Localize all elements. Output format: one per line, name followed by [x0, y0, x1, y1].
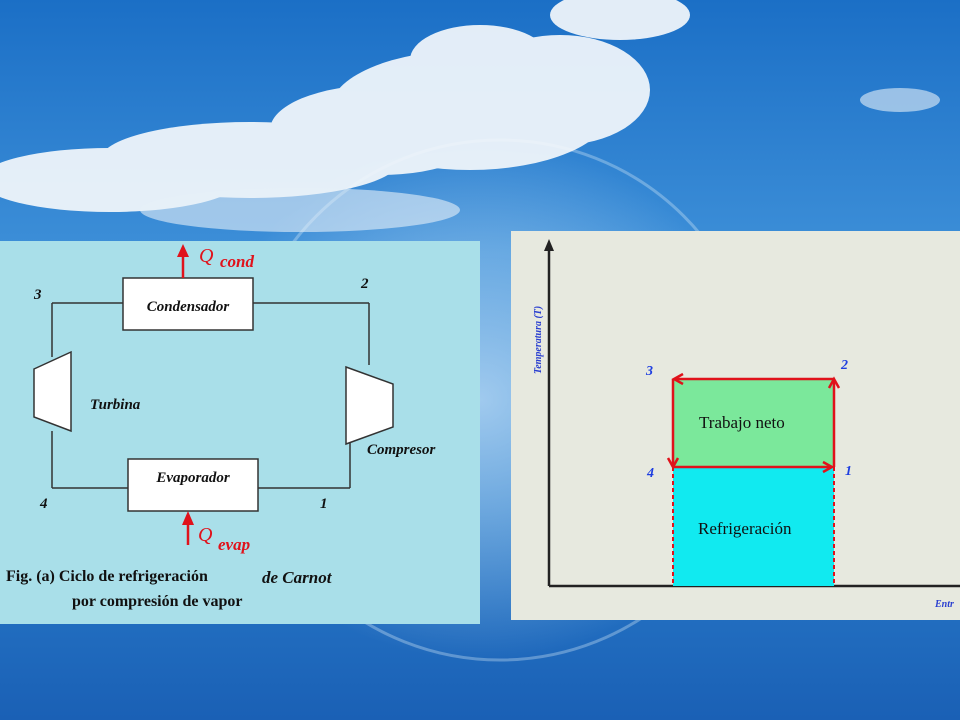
carnot-cycle-panel: Condensador Evaporador Turbina Compresor… [0, 241, 480, 624]
cloud-group [0, 0, 690, 212]
caption-line2: por compresión de vapor [72, 593, 243, 610]
point-4: 4 [646, 466, 654, 481]
q-cond-arrow [177, 244, 189, 278]
cycle-loop-lines [51, 302, 370, 489]
x-axis-label: Entr [934, 599, 954, 610]
node-1: 1 [320, 496, 328, 512]
net-work-area [673, 379, 834, 467]
y-axis-label: Temperatura (T) [533, 306, 544, 374]
node-4: 4 [39, 496, 48, 512]
point-1: 1 [845, 464, 852, 479]
point-2: 2 [840, 358, 848, 373]
carnot-cycle-diagram: Condensador Evaporador Turbina Compresor… [6, 244, 436, 610]
ts-cycle-lines [666, 372, 841, 474]
node-3: 3 [33, 287, 42, 303]
node-2: 2 [360, 276, 369, 292]
turbine-shape [33, 350, 72, 433]
caption-line1: Fig. (a) Ciclo de refrigeración [6, 568, 208, 585]
point-3: 3 [645, 364, 653, 379]
evaporator-box [127, 458, 259, 512]
ts-dashed-lines [672, 467, 835, 586]
caption-line1b: de Carnot [262, 568, 333, 587]
q-evap-symbol: Q [198, 524, 213, 546]
q-cond-symbol: Q [199, 245, 214, 267]
refrigeration-area [673, 467, 834, 586]
net-work-label: Trabajo neto [699, 413, 785, 432]
q-evap-arrow [182, 511, 194, 545]
q-cond-subscript: cond [220, 252, 255, 271]
ts-diagram: Temperatura (T) Entr Refrigeración Traba… [533, 239, 960, 610]
compressor-shape [345, 365, 394, 446]
refrigeration-label: Refrigeración [698, 519, 792, 538]
evaporator-label: Evaporador [155, 470, 230, 486]
compressor-label: Compresor [367, 442, 436, 458]
q-evap-subscript: evap [218, 535, 250, 554]
condenser-box [122, 277, 254, 331]
turbine-label: Turbina [90, 397, 141, 413]
condenser-label: Condensador [147, 299, 230, 315]
ts-diagram-panel: Temperatura (T) Entr Refrigeración Traba… [511, 231, 960, 620]
